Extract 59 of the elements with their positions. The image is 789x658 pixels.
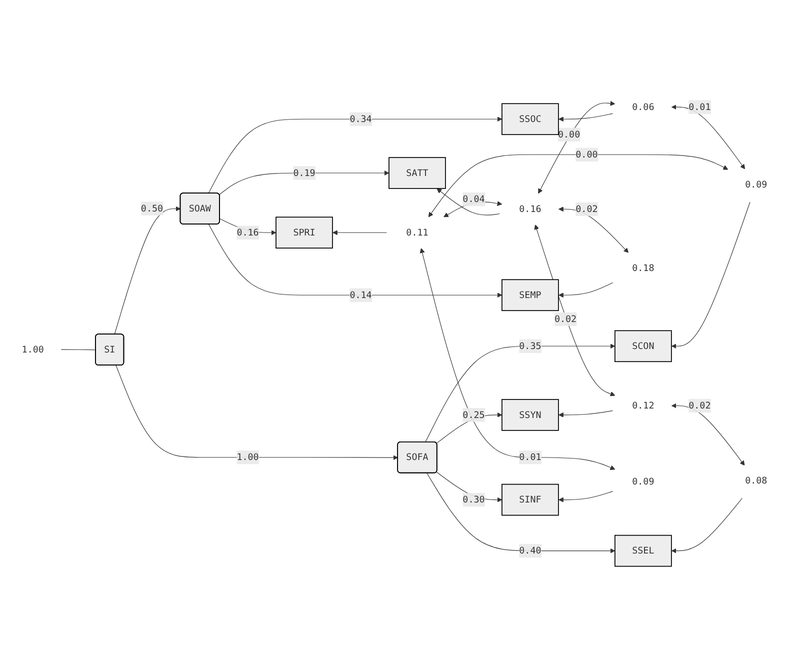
arrow bbox=[558, 113, 613, 122]
node-text: 0.08 bbox=[745, 475, 768, 486]
arrow bbox=[671, 403, 745, 466]
edge-label: 0.25 bbox=[462, 409, 485, 420]
arrow bbox=[219, 170, 390, 195]
arrow bbox=[534, 224, 616, 396]
node-text: 0.09 bbox=[632, 476, 654, 487]
node-box: SINF bbox=[502, 484, 559, 516]
node-text: 0.16 bbox=[519, 203, 542, 214]
node-text: 0.12 bbox=[632, 400, 654, 411]
arrow bbox=[420, 248, 616, 470]
edge-label: 1.00 bbox=[236, 452, 259, 463]
edge-label: 0.30 bbox=[462, 494, 485, 506]
node-box: SEMP bbox=[502, 279, 559, 312]
arrow bbox=[428, 154, 728, 218]
edge-label: 0.02 bbox=[576, 203, 598, 214]
arrow bbox=[671, 104, 746, 170]
connector bbox=[60, 349, 96, 350]
arrow bbox=[558, 410, 613, 418]
edge-label: 0.16 bbox=[236, 226, 259, 238]
edge-label: 0.02 bbox=[554, 314, 577, 324]
arrow bbox=[332, 230, 387, 236]
arrow bbox=[671, 202, 750, 349]
node-text: 0.06 bbox=[632, 101, 654, 112]
arrow bbox=[443, 201, 502, 218]
edge-label: 0.14 bbox=[350, 289, 372, 300]
edge-label: 0.35 bbox=[519, 340, 542, 352]
node-box: SCON bbox=[614, 330, 672, 362]
edge-label: 0.19 bbox=[293, 167, 316, 178]
arrow bbox=[436, 412, 502, 444]
arrow bbox=[436, 188, 500, 216]
arrow bbox=[558, 206, 629, 253]
edge-label: 0.34 bbox=[350, 113, 372, 124]
node-text: 0.18 bbox=[632, 262, 654, 274]
edge-label: 0.01 bbox=[688, 101, 711, 112]
arrow bbox=[208, 224, 502, 298]
edge-label: 0.04 bbox=[462, 194, 485, 205]
arrow bbox=[208, 116, 502, 194]
arrow bbox=[671, 498, 742, 554]
edge-label: 0.00 bbox=[558, 128, 580, 140]
node-text: 0.09 bbox=[745, 178, 768, 190]
edge-label: 0.40 bbox=[519, 545, 542, 556]
node-box: SATT bbox=[388, 157, 446, 189]
edge-label: 0.02 bbox=[688, 400, 711, 411]
node-box: SSYN bbox=[502, 399, 559, 431]
arrow bbox=[114, 206, 181, 335]
arrow bbox=[558, 282, 614, 298]
edge-label: 0.50 bbox=[140, 202, 164, 214]
node-box: SSEL bbox=[614, 534, 672, 567]
edge-label: 0.00 bbox=[576, 148, 598, 160]
arrow bbox=[538, 100, 616, 194]
node-text: 1.00 bbox=[22, 344, 44, 355]
node-text: 0.11 bbox=[406, 226, 428, 238]
node-box: SSOC bbox=[502, 103, 559, 136]
arrow bbox=[558, 491, 614, 502]
node-box: SPRI bbox=[276, 216, 333, 249]
arrow bbox=[116, 365, 398, 460]
arrow bbox=[425, 344, 616, 443]
edge-label: 0.01 bbox=[519, 452, 542, 463]
